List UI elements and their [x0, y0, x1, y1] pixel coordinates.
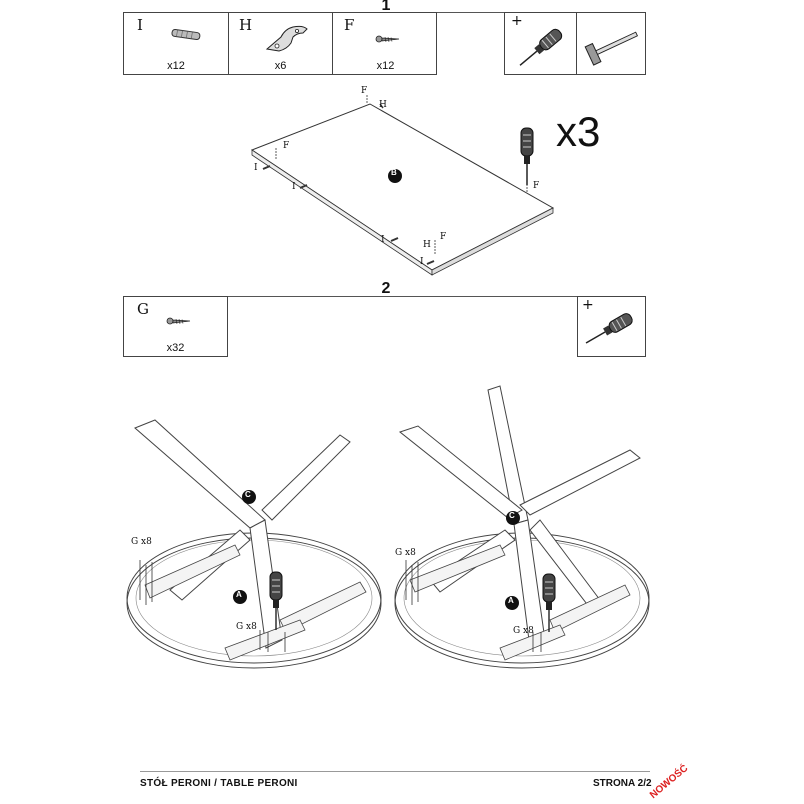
screwdriver-icon — [519, 28, 563, 66]
label-f: F — [440, 232, 447, 242]
part-cell-f: F x12 — [333, 13, 438, 74]
part-a-label: A — [508, 596, 514, 605]
part-label: F — [344, 16, 355, 34]
step-2-tools-box: + — [577, 296, 646, 357]
part-cell-i: I x12 — [124, 13, 229, 74]
screw-count-label: G x8 — [131, 537, 152, 547]
part-qty: x12 — [167, 60, 185, 72]
step-2-number: 2 — [381, 280, 391, 297]
part-qty: x32 — [166, 342, 185, 354]
screwdriver-icon — [585, 313, 633, 344]
footer-divider — [140, 771, 650, 772]
label-i: I — [420, 257, 424, 267]
screw-icon — [375, 35, 400, 43]
step-2-parts-box: G x32 — [123, 296, 228, 357]
bracket-icon — [265, 25, 308, 52]
tool-cell-screwdriver: + — [505, 13, 577, 74]
step-1-parts-box: I x12 H x6 F x12 — [123, 12, 437, 75]
screw-icon — [166, 317, 191, 325]
part-qty: x6 — [274, 60, 287, 72]
label-f: F — [533, 181, 540, 191]
screw-count-label: G x8 — [395, 548, 416, 558]
hammer-icon — [584, 31, 639, 66]
label-f: F — [361, 86, 368, 96]
tabletop-board-diagram — [250, 95, 555, 276]
part-label: I — [137, 16, 143, 34]
screwdriver-icon — [520, 127, 534, 185]
label-i: I — [254, 163, 258, 173]
label-i: I — [292, 182, 296, 192]
part-cell-h: H x6 — [229, 13, 333, 74]
step-1-tools-box: + — [504, 12, 646, 75]
phillips-sign: + — [582, 297, 594, 313]
board-b-label: B — [391, 168, 397, 177]
label-h: H — [423, 240, 431, 250]
part-label: H — [239, 16, 253, 34]
screw-count-label: G x8 — [236, 622, 257, 632]
step-2-divider — [123, 296, 646, 297]
part-c-label: C — [509, 511, 515, 520]
label-f: F — [283, 141, 290, 151]
footer-title: STÓŁ PERONI / TABLE PERONI — [140, 778, 298, 789]
part-c-label: C — [245, 490, 251, 499]
dowel-icon — [171, 28, 201, 41]
page-number: STRONA 2/2 — [593, 778, 652, 789]
label-h: H — [379, 100, 387, 110]
part-label: G — [137, 300, 149, 318]
tool-cell-hammer — [577, 13, 647, 74]
multiplier-label: x3 — [556, 108, 601, 155]
label-i: I — [381, 235, 385, 245]
step-1-number: 1 — [381, 0, 391, 14]
phillips-sign: + — [511, 13, 523, 29]
part-qty: x12 — [376, 60, 395, 72]
part-a-label: A — [236, 590, 242, 599]
screw-count-label: G x8 — [513, 626, 534, 636]
